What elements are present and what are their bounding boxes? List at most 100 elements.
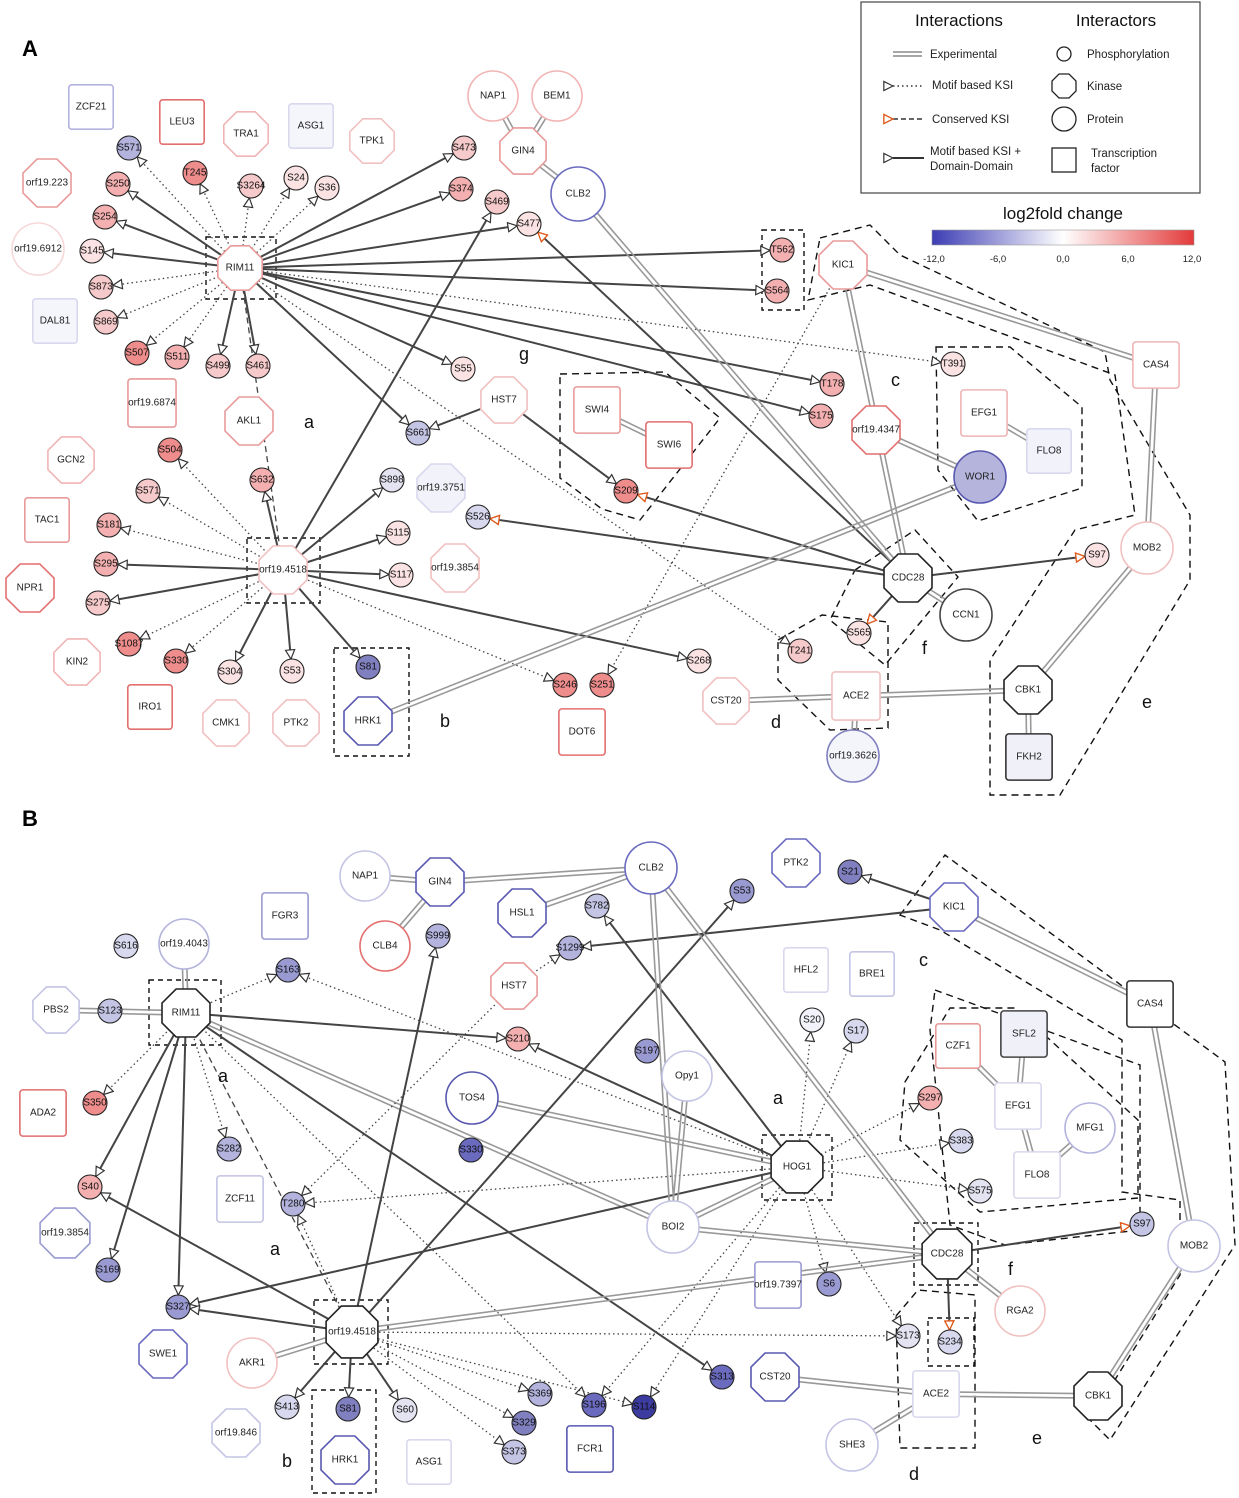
node-a-ccn1-label: CCN1: [952, 610, 980, 621]
site-a-s209-26-circle: [613, 478, 639, 504]
site-b-s53-7: S53: [729, 878, 755, 904]
site-a-s330-34: S330: [163, 648, 189, 674]
site-a-s898-24: S898: [379, 467, 405, 493]
site-b-s17-10: S17: [843, 1018, 869, 1044]
node-a-tra1-shape: [223, 111, 270, 157]
node-b-rim11-label: RIM11: [172, 1008, 201, 1019]
edge-b-cbk1-b-ace2-66-line2: [935, 1395, 1098, 1399]
node-b-ada2: ADA2: [19, 1089, 67, 1137]
node-a-zcf21-shape: [68, 84, 115, 131]
node-b-zcf11-label: ZCF11: [225, 1194, 255, 1205]
node-b-zcf11-shape: [216, 1175, 264, 1223]
node-b-hrk1-shape: [320, 1435, 370, 1485]
site-b-s163-3: S163: [275, 957, 301, 983]
node-a-tac1-label: TAC1: [35, 515, 60, 526]
site-b-s999-4-circle: [425, 923, 451, 949]
node-b-flo8: FLO8: [1013, 1151, 1061, 1199]
site-b-s234-25-label: S234: [938, 1337, 962, 1348]
node-a-ace2-label: ACE2: [843, 691, 870, 702]
edge-b-rim11-b-cst20-7: [185, 1012, 712, 1372]
edge-a-cbk1-a-ace2-62-line1: [855, 687, 1028, 695]
node-b-akr1-shape: [226, 1337, 278, 1389]
site-a-s632-15-label: S632: [250, 475, 274, 486]
node-a-kic1-label: KIC1: [832, 260, 855, 271]
site-a-s469-18-label: S469: [485, 197, 509, 208]
node-b-orf19-4518: orf19.4518: [325, 1305, 379, 1359]
site-a-s3264-2: S3264: [237, 173, 266, 199]
site-a-s304-35-label: S304: [218, 667, 242, 678]
site-b-s97-23: S97: [1129, 1211, 1155, 1237]
site-b-s17-10-circle: [843, 1018, 869, 1044]
legend-protein-icon: [1051, 106, 1077, 132]
edge-b-cas4-b-mob2-64-line1: [1147, 1004, 1193, 1247]
node-a-swi6-shape: [645, 421, 693, 469]
edge-a-cas4-a-mob2-59-line1: [1144, 364, 1155, 548]
region-b-e: [898, 854, 1236, 1442]
site-a-s3264-2-circle: [238, 173, 264, 199]
site-b-s616-0: S616: [113, 933, 139, 959]
colorbar: log2fold change -12,0 -6,0 0,0 6,0 12,0: [923, 204, 1201, 265]
node-a-cbk1: CBK1: [1003, 665, 1053, 715]
edge-a-cdc28-a-clb2-52: [575, 192, 911, 580]
site-a-s504-14-circle: [157, 437, 183, 463]
node-a-tac1-shape: [23, 496, 71, 543]
node-a-ace2: ACE2: [831, 671, 881, 721]
edge-b-rim11-b-swe1-6: [178, 1012, 187, 1295]
node-b-orf19-3854-shape: [39, 1207, 91, 1259]
node-a-leu3-label: LEU3: [169, 117, 194, 128]
site-b-s297-14-circle: [917, 1085, 943, 1111]
panel-label-b: B: [22, 806, 38, 831]
colorbar-gradient: [931, 229, 1195, 246]
site-a-s873-8: S873: [88, 274, 114, 300]
edge-b-cbk1-b-ace2-66: [935, 1391, 1099, 1399]
colorbar-tick-0: -12,0: [923, 254, 945, 265]
node-b-efg1-shape: [994, 1082, 1042, 1130]
site-b-s234-25: S234: [937, 1329, 963, 1355]
region-letter-a-d-3: d: [771, 712, 781, 732]
node-b-kic1-shape: [929, 882, 979, 932]
region-e: [807, 224, 1191, 796]
nodes-layer: RIM11ZCF21LEU3TRA1ASG1TPK1orf19.223orf19…: [5, 70, 1221, 1486]
site-a-s374-17: S374: [448, 176, 474, 202]
edge-b-mob2-b-cbk1-65-line2: [1099, 1246, 1197, 1398]
site-a-s24-3: S24: [283, 165, 309, 191]
node-b-hog1: HOG1: [770, 1140, 824, 1194]
legend-motif-domain-label-2: Domain-Domain: [930, 161, 1013, 173]
site-b-s173-24-circle: [895, 1323, 921, 1349]
edge-b-orf19-4518-b-fcr1-40: [351, 1331, 632, 1404]
node-a-bem1-label: BEM1: [543, 91, 571, 102]
site-a-s97-46-circle: [1084, 542, 1110, 568]
node-b-hst7: HST7: [490, 962, 538, 1010]
node-b-hst7-shape: [490, 962, 538, 1010]
site-b-s210-12-label: S210: [506, 1034, 530, 1045]
site-a-s304-35-circle: [217, 659, 243, 685]
site-b-s234-25-circle: [937, 1329, 963, 1355]
site-a-s526-25-label: S526: [466, 512, 490, 523]
edge-b-orf19-4518-b-ace2-41: [351, 1332, 896, 1336]
node-b-opy1-label: Opy1: [675, 1071, 699, 1082]
site-a-s499-12-label: S499: [206, 361, 230, 372]
edge-b-hog1-b-orf19-4518-26: [190, 1166, 798, 1304]
site-a-s564-21-label: S564: [765, 286, 789, 297]
site-a-s571-29: S571: [135, 478, 161, 504]
node-b-czf1-shape: [934, 1022, 981, 1069]
region-box-a-rim11: [205, 236, 277, 300]
site-b-s373-32-circle: [501, 1439, 527, 1465]
site-b-t280-18-circle: [280, 1191, 306, 1217]
site-a-s1087-33-label: S1087: [115, 639, 144, 650]
region-letter-b-c-4: c: [919, 950, 928, 970]
site-a-s53-36-circle: [279, 658, 305, 684]
node-b-hog1-label: HOG1: [783, 1162, 812, 1173]
node-b-efg1-label: EFG1: [1005, 1101, 1032, 1112]
site-a-s181-30-circle: [96, 512, 122, 538]
node-b-hfl2-label: HFL2: [794, 965, 819, 976]
node-b-fgr3-shape: [261, 892, 309, 940]
site-a-s564-21: S564: [764, 278, 790, 304]
site-a-s477-19-label: S477: [517, 219, 541, 230]
node-b-tos4-shape: [445, 1071, 499, 1125]
node-b-orf19-846-shape: [211, 1408, 261, 1458]
region-letter-b-d-5: d: [909, 1464, 919, 1484]
node-b-mfg1: MFG1: [1064, 1102, 1116, 1154]
node-a-orf19-6912-label: orf19.6912: [14, 244, 62, 255]
site-b-s97-23-label: S97: [1133, 1219, 1151, 1230]
